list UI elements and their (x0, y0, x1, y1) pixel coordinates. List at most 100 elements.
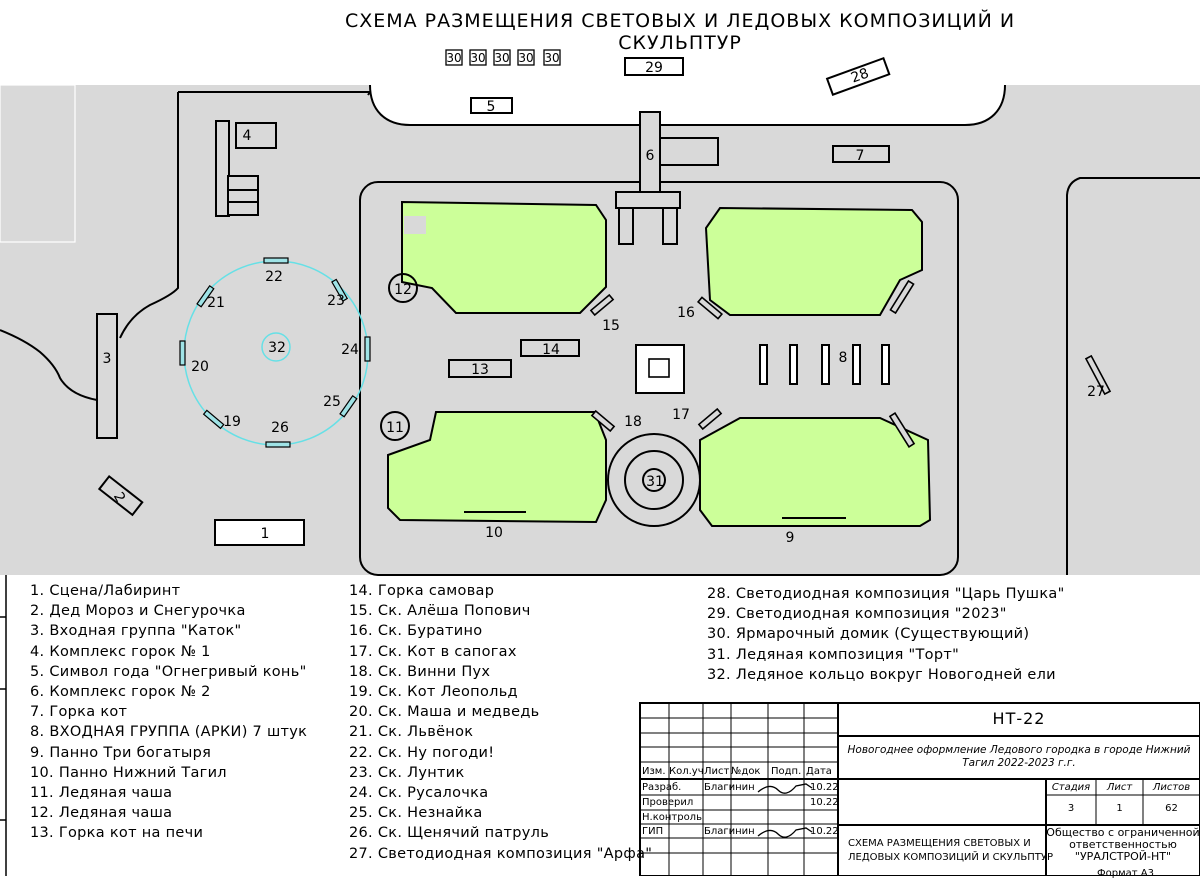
legend-item: 2. Дед Мороз и Снегурочка (30, 603, 246, 620)
sheet-format: Формат А3 (1097, 868, 1154, 879)
legend-item: 3. Входная группа "Каток" (30, 623, 242, 640)
sheet-title-line-2: ЛЕДОВЫХ КОМПОЗИЦИЙ И СКУЛЬПТУР (848, 852, 1053, 863)
signature-1 (757, 783, 813, 794)
lawn-bottom-left (387, 411, 607, 524)
legend-item: 24. Ск. Русалочка (349, 785, 489, 802)
element-14 (520, 339, 580, 357)
name-gip: Благинин (704, 826, 755, 837)
map-label-5: 5 (487, 99, 496, 115)
element-6 (615, 111, 719, 245)
organization-line-1: Общество с ограниченной (1046, 826, 1200, 839)
project-name: Новогоднее оформление Ледового городка в… (847, 744, 1191, 769)
legend-item: 10. Панно Нижний Тагил (30, 764, 227, 781)
map-label-30b: 30 (470, 51, 485, 65)
map-label-30c: 30 (494, 51, 509, 65)
map-label-15: 15 (602, 318, 620, 334)
header-podp: Подп. (771, 766, 802, 777)
legend-item: 28. Светодиодная композиция "Царь Пушка" (707, 586, 1065, 602)
date-gip: 10.22 (810, 826, 839, 837)
legend-item: 4. Комплекс горок № 1 (30, 643, 211, 660)
legend-item: 29. Светодиодная композиция "2023" (707, 606, 1007, 623)
plaza-top-curve (369, 84, 1006, 126)
legend-item: 11. Ледяная чаша (30, 785, 173, 802)
legend-item: 22. Ск. Ну погоди! (349, 744, 495, 761)
tree-ring-32 (261, 332, 291, 362)
lawn-top-right (704, 206, 923, 316)
map-label-12: 12 (394, 282, 412, 298)
legend-item: 7. Горка кот (30, 704, 128, 721)
header-izm: Изм. (642, 766, 666, 777)
sheet-title-line-1: СХЕМА РАЗМЕЩЕНИЯ СВЕТОВЫХ И (848, 838, 1031, 849)
legend-item: 20. Ск. Маша и медведь (349, 704, 540, 721)
map-label-25: 25 (323, 394, 341, 410)
road-edge-top (119, 92, 179, 339)
legend-item: 15. Ск. Алёша Попович (349, 603, 531, 620)
ice-bowl-11 (380, 411, 410, 441)
header-date: Дата (806, 766, 832, 777)
legend-column-3: 28. Светодиодная композиция "Царь Пушка"… (707, 584, 1065, 685)
stage-value: 3 (1067, 803, 1075, 814)
map-label-3: 3 (103, 351, 112, 367)
legend-item: 32. Ледяное кольцо вокруг Новогодней ели (707, 666, 1056, 683)
arches-8 (759, 344, 890, 385)
map-label-16: 16 (677, 305, 695, 321)
cake-outer (607, 433, 701, 527)
role-norm-control: Н.контроль (642, 812, 702, 823)
header-list: Лист (704, 766, 730, 777)
element-7 (832, 145, 890, 163)
map-label-29: 29 (645, 60, 663, 76)
map-label-28: 28 (849, 65, 871, 86)
element-29 (624, 57, 684, 76)
map-label-9: 9 (786, 530, 795, 546)
element-28 (825, 56, 891, 96)
date-developer: 10.22 (810, 782, 839, 793)
role-checked: Проверил (642, 797, 694, 808)
faint-outline (0, 84, 76, 243)
map-label-27: 27 (1087, 384, 1105, 400)
cake-inner (642, 468, 666, 492)
name-developer: Благинин (704, 782, 755, 793)
map-label-4: 4 (243, 128, 252, 144)
role-developer: Разраб. (642, 782, 682, 793)
role-gip: ГИП (642, 826, 664, 837)
legend-item: 17. Ск. Кот в сапогах (349, 643, 517, 660)
sheets-value: 62 (1165, 803, 1178, 814)
element-4 (215, 120, 277, 217)
lawn-bottom-right (699, 417, 932, 527)
map-label-22: 22 (265, 269, 283, 285)
map-label-10: 10 (485, 525, 503, 541)
element-13 (448, 359, 512, 378)
sheets-header: Листов (1152, 782, 1191, 793)
legend-item: 26. Ск. Щенячий патруль (349, 825, 550, 842)
map-label-19: 19 (223, 414, 241, 430)
element-5 (470, 97, 513, 114)
lawn-marker (404, 216, 426, 234)
page-title: СХЕМА РАЗМЕЩЕНИЯ СВЕТОВЫХ И ЛЕДОВЫХ КОМП… (344, 10, 1016, 54)
map-label-23: 23 (327, 293, 345, 309)
title-block-grid (639, 702, 1200, 876)
stage-header: Стадия (1051, 782, 1091, 793)
legend-item: 13. Горка кот на печи (30, 825, 204, 842)
map-label-6: 6 (646, 148, 655, 164)
cake-middle (624, 450, 684, 510)
legend-item: 12. Ледяная чаша (30, 805, 173, 822)
map-label-30d: 30 (518, 51, 533, 65)
map-label-1: 1 (261, 526, 270, 542)
map-label-8: 8 (839, 350, 848, 366)
element-1 (214, 519, 305, 546)
map-label-13: 13 (471, 362, 489, 378)
plaza-sculptures (589, 279, 1112, 448)
legend-item: 30. Ярмарочный домик (Существующий) (707, 626, 1030, 643)
header-kol: Кол.уч (669, 766, 704, 777)
map-label-30e: 30 (544, 51, 559, 65)
legend-item: 18. Ск. Винни Пух (349, 663, 491, 680)
legend-item: 27. Светодиодная композиция "Арфа" (349, 845, 653, 862)
sheet-value: 1 (1116, 803, 1123, 814)
road-edge-right (1066, 177, 1200, 575)
organization-line-3: "УРАЛСТРОЙ-НТ" (1074, 850, 1172, 863)
legend-item: 1. Сцена/Лабиринт (30, 583, 181, 599)
signature-2 (757, 827, 813, 838)
element-2 (97, 474, 144, 517)
